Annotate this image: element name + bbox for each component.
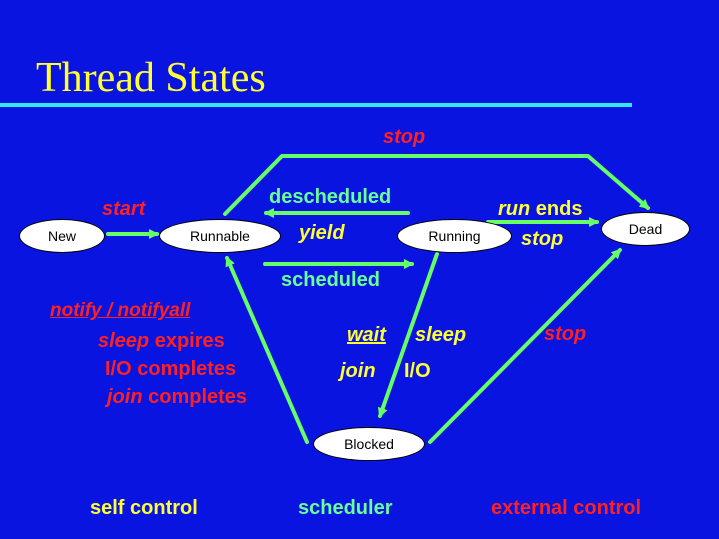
label-io: I/O bbox=[404, 360, 431, 382]
label-join: join bbox=[340, 360, 376, 382]
legend-scheduler: scheduler bbox=[298, 497, 393, 519]
label-start: start bbox=[102, 198, 146, 220]
state-dead: Dead bbox=[601, 212, 690, 246]
arrow-blocked-to-dead bbox=[428, 248, 622, 444]
label-sleep-w: sleep bbox=[98, 330, 150, 352]
label-run-ends: run ends bbox=[498, 198, 582, 221]
state-running: Running bbox=[397, 219, 512, 253]
label-scheduled: scheduled bbox=[281, 269, 380, 291]
state-blocked: Blocked bbox=[313, 427, 425, 461]
label-notify: notify / notifyall bbox=[50, 300, 191, 321]
label-run: run bbox=[498, 198, 531, 220]
label-wait: wait bbox=[347, 324, 386, 346]
label-descheduled: descheduled bbox=[269, 186, 392, 208]
state-new: New bbox=[19, 219, 105, 253]
label-expires: expires bbox=[154, 330, 225, 352]
label-ends: ends bbox=[535, 198, 583, 220]
label-stop-top: stop bbox=[383, 126, 426, 148]
label-completes: completes bbox=[148, 386, 248, 408]
label-stop-blocked: stop bbox=[544, 323, 587, 345]
arrow-blocked-to-runnable bbox=[225, 256, 309, 444]
label-yield: yield bbox=[299, 222, 345, 244]
slide-title: Thread States bbox=[36, 55, 266, 101]
arrow-runnable-to-dead-stop bbox=[223, 154, 650, 216]
label-sleep: sleep bbox=[415, 324, 467, 346]
label-join-completes: join completes bbox=[107, 386, 247, 409]
title-underline bbox=[0, 103, 632, 107]
label-sleep-expires: sleep expires bbox=[98, 330, 225, 353]
label-join-w: join bbox=[107, 386, 143, 408]
label-stop-running: stop bbox=[521, 228, 564, 250]
label-io-completes: I/O completes bbox=[105, 358, 237, 380]
arrow-running-to-blocked bbox=[377, 252, 439, 418]
state-runnable: Runnable bbox=[159, 219, 281, 253]
legend-self-control: self control bbox=[90, 497, 198, 519]
legend-external-control: external control bbox=[491, 497, 642, 519]
